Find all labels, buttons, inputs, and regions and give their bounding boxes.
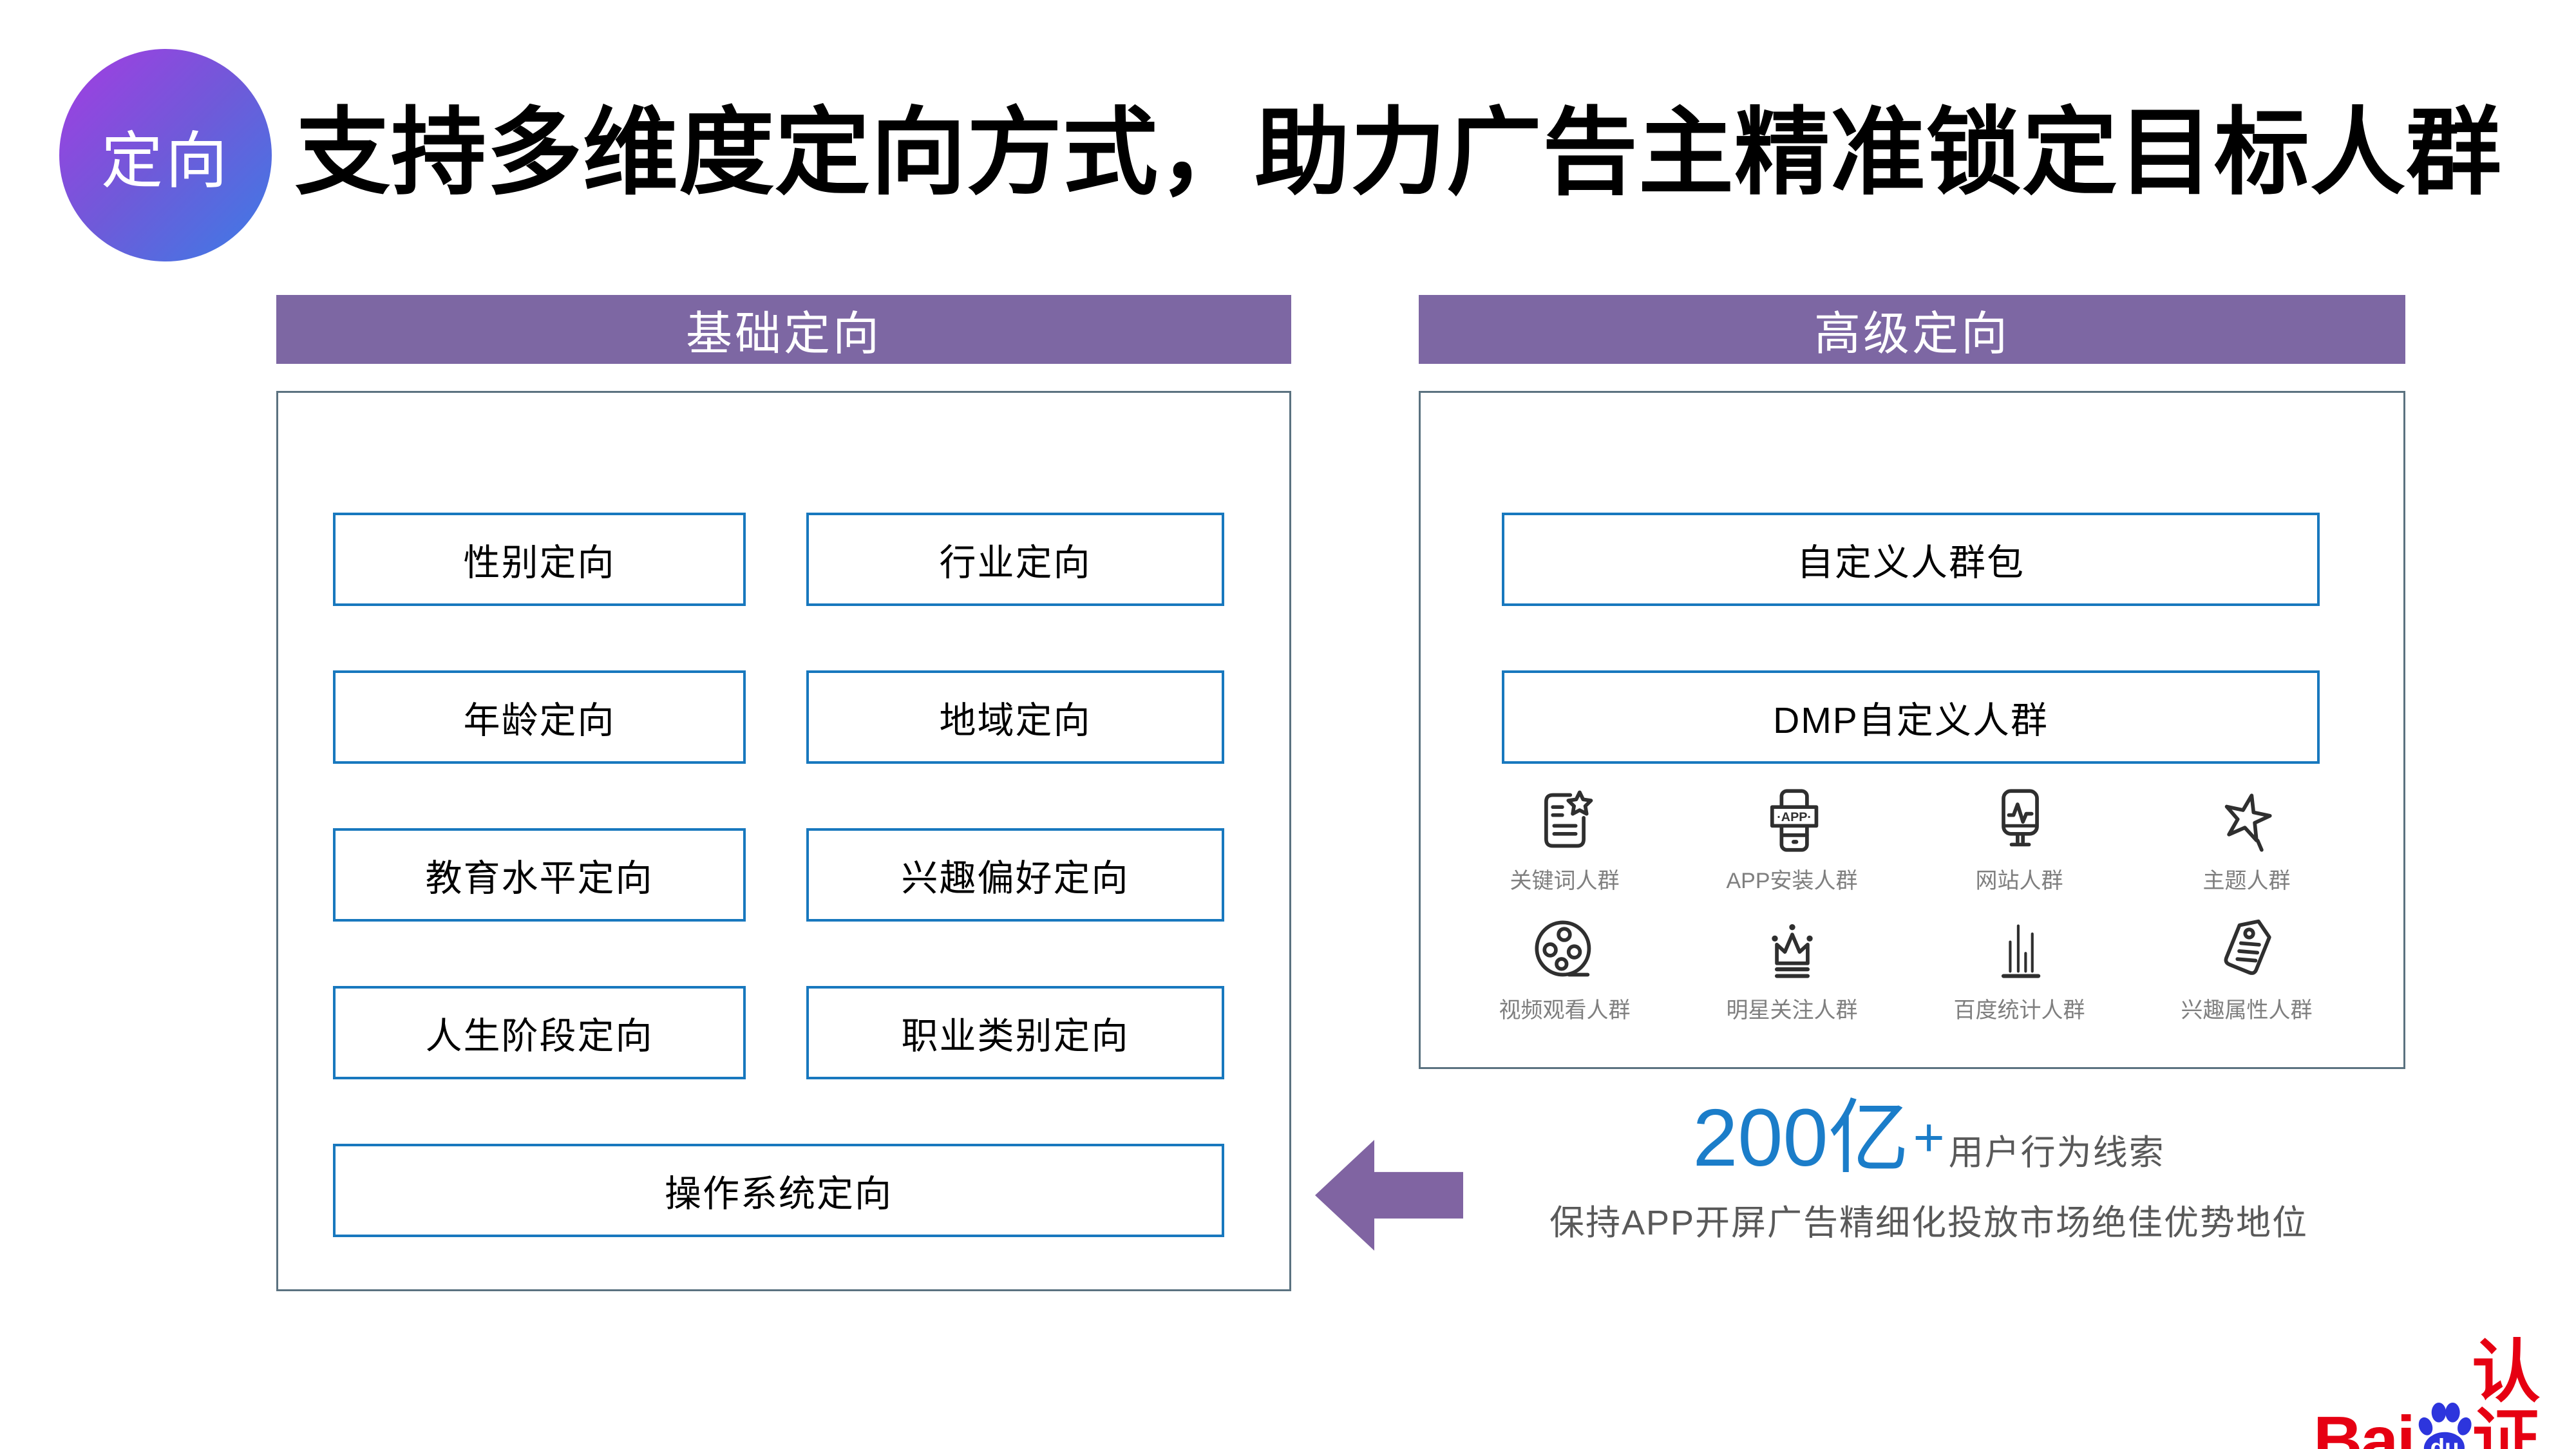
audience-app-install: ·APP· APP安装人群	[1678, 787, 1906, 895]
audience-label: 主题人群	[2202, 869, 2291, 893]
audience-label: 网站人群	[1975, 869, 2063, 893]
advanced-panel-header-label: 高级定向	[1814, 308, 2010, 360]
audience-label: 关键词人群	[1510, 869, 1620, 893]
audience-interest-attr: 兴趣属性人群	[2133, 916, 2360, 1024]
box-occupation: 职业类别定向	[806, 986, 1224, 1079]
targeting-badge-label: 定向	[101, 126, 230, 196]
box-os: 操作系统定向	[333, 1144, 1224, 1237]
baidu-logo: Bai du 认证	[2313, 1338, 2576, 1449]
audience-celebrity: 明星关注人群	[1678, 916, 1906, 1024]
baidu-logo-du: du	[2430, 1434, 2459, 1449]
audience-keyword: 关键词人群	[1451, 787, 1678, 895]
box-life-stage: 人生阶段定向	[333, 986, 746, 1079]
tag-icon	[2224, 919, 2271, 975]
baidu-paw-icon: du	[2418, 1402, 2472, 1449]
basic-panel-header-label: 基础定向	[685, 308, 882, 360]
audience-label: 兴趣属性人群	[2181, 998, 2313, 1023]
audience-website: 网站人群	[1906, 787, 2133, 895]
highlight-suffix: 用户行为线索	[1948, 1133, 2165, 1172]
box-age: 年龄定向	[333, 670, 746, 764]
box-custom-audience: 自定义人群包	[1502, 513, 2320, 606]
highlight-plus: +	[1913, 1107, 1945, 1168]
baidu-logo-bai: Bai	[2313, 1403, 2416, 1449]
box-gender: 性别定向	[333, 513, 746, 606]
targeting-badge: 定向	[59, 49, 272, 261]
highlight-number: 200亿	[1692, 1092, 1909, 1183]
basic-panel-header: 基础定向	[276, 295, 1291, 364]
highlight-block: 200亿 + 用户行为线索 保持APP开屏广告精细化投放市场绝佳优势地位	[1513, 1097, 2344, 1245]
left-arrow-icon	[1315, 1140, 1463, 1251]
box-interest: 兴趣偏好定向	[806, 828, 1224, 922]
highlight-description: 保持APP开屏广告精细化投放市场绝佳优势地位	[1549, 1204, 2309, 1242]
audience-topic: 主题人群	[2133, 787, 2360, 895]
box-region: 地域定向	[806, 670, 1224, 764]
audience-grid: 关键词人群 ·APP· APP安装人群 网站人群	[1451, 787, 2360, 1024]
highlight-line1: 200亿 + 用户行为线索	[1513, 1097, 2344, 1179]
phone-app-icon: ·APP·	[1770, 789, 1818, 852]
crown-icon	[1771, 923, 1813, 978]
app-icon-text: ·APP·	[1777, 810, 1812, 824]
star-icon	[2224, 793, 2272, 852]
box-industry: 行业定向	[806, 513, 1224, 606]
bar-chart-icon	[2001, 924, 2040, 978]
audience-label: APP安装人群	[1726, 869, 1858, 893]
film-reel-icon	[1534, 920, 1591, 977]
monitor-pulse-icon	[2001, 789, 2039, 847]
keyword-doc-star-icon	[1544, 790, 1593, 848]
page-title: 支持多维度定向方式，助力广告主精准锁定目标人群	[295, 100, 2502, 206]
box-education: 教育水平定向	[333, 828, 746, 922]
audience-label: 视频观看人群	[1499, 998, 1631, 1023]
advanced-panel-header: 高级定向	[1419, 295, 2405, 364]
audience-video: 视频观看人群	[1451, 916, 1678, 1024]
audience-label: 明星关注人群	[1726, 998, 1858, 1023]
audience-tongji: 百度统计人群	[1906, 916, 2133, 1024]
box-dmp-audience: DMP自定义人群	[1502, 670, 2320, 764]
audience-label: 百度统计人群	[1953, 998, 2085, 1023]
baidu-logo-cert: 认证	[2472, 1334, 2541, 1449]
